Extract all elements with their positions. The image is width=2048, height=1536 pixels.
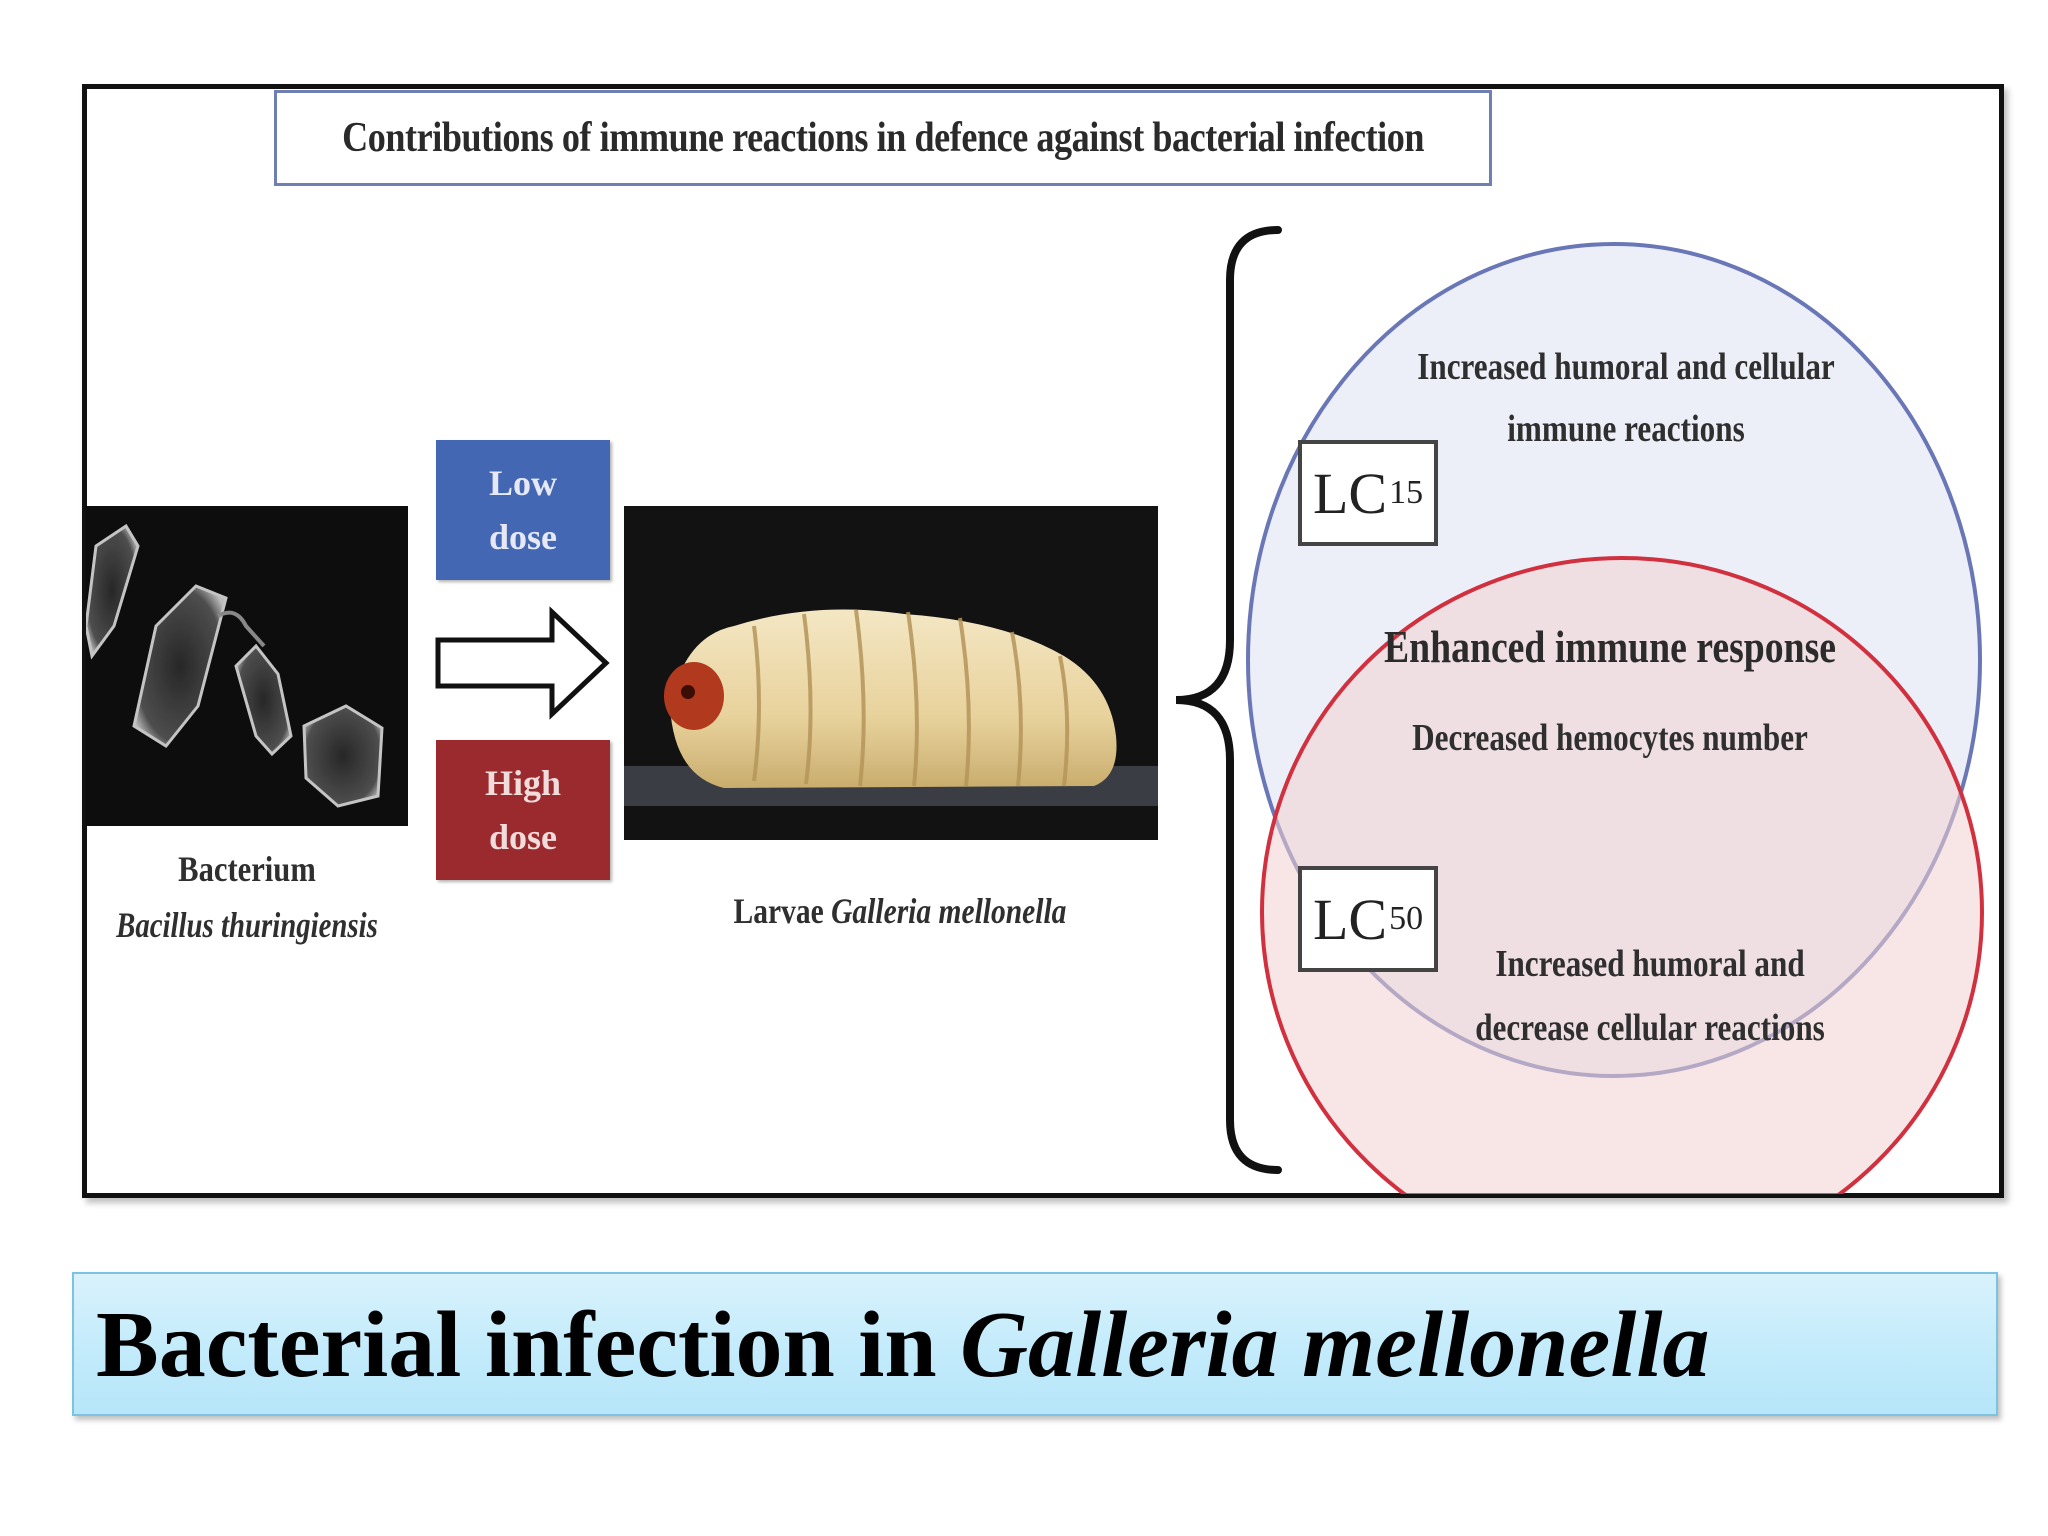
lc15-sub: 15 bbox=[1389, 474, 1424, 511]
lc50-text-line2: decrease cellular reactions bbox=[1475, 1007, 1825, 1049]
figure-title-box: Contributions of immune reactions in def… bbox=[274, 90, 1492, 186]
lc50-ellipse bbox=[1260, 556, 1984, 1194]
lc15-text-line1: Increased humoral and cellular bbox=[1417, 346, 1835, 388]
caption-italic: Galleria mellonella bbox=[960, 1293, 1710, 1397]
high-dose-line2: dose bbox=[488, 817, 557, 857]
high-dose-box: High dose bbox=[436, 740, 610, 880]
lc15-base: LC bbox=[1312, 460, 1388, 526]
bacterium-species: Bacillus thuringiensis bbox=[116, 905, 378, 945]
high-dose-line1: High bbox=[484, 763, 562, 803]
overlap-line1: Enhanced immune response bbox=[1383, 621, 1837, 672]
larva-illustration bbox=[624, 609, 1158, 806]
figure-title: Contributions of immune reactions in def… bbox=[341, 115, 1425, 161]
slide-caption: Bacterial infection in Galleria mellonel… bbox=[96, 1298, 1709, 1392]
low-dose-box: Low dose bbox=[436, 440, 610, 580]
larvae-label: Larvae Galleria mellonella bbox=[662, 890, 1138, 932]
bacterium-micrograph bbox=[86, 506, 408, 826]
caption-box bbox=[72, 1272, 1998, 1416]
larvae-label-prefix: Larvae bbox=[733, 891, 824, 931]
arrow-right-icon bbox=[435, 606, 610, 720]
low-dose-line1: Low bbox=[488, 463, 557, 503]
bacterium-label: Bacterium bbox=[178, 849, 316, 889]
lc15-text-line2: immune reactions bbox=[1507, 408, 1745, 450]
larvae-species: Galleria mellonella bbox=[831, 891, 1067, 931]
bacterium-crystals-illustration bbox=[86, 523, 384, 808]
lc50-text-line1: Increased humoral and bbox=[1495, 943, 1805, 985]
lc15-description: Increased humoral and cellular immune re… bbox=[1380, 336, 1872, 460]
lc50-sub: 50 bbox=[1389, 900, 1424, 937]
larva-photo bbox=[624, 506, 1158, 840]
lc50-description: Increased humoral and decrease cellular … bbox=[1445, 932, 1855, 1060]
curly-brace bbox=[1175, 226, 1282, 1174]
overlap-line2: Decreased hemocytes number bbox=[1412, 717, 1808, 759]
caption-plain: Bacterial infection in bbox=[96, 1293, 961, 1397]
low-dose-line2: dose bbox=[488, 517, 557, 557]
lc50-base: LC bbox=[1312, 886, 1388, 952]
